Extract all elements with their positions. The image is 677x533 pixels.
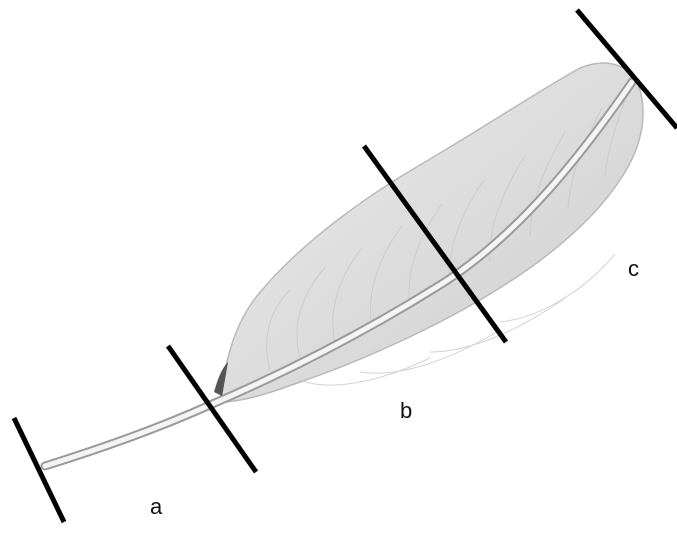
segment-label-a: a <box>150 494 163 519</box>
feather-vane <box>219 62 644 403</box>
segment-label-b: b <box>400 398 413 423</box>
divider-line-1 <box>11 416 67 524</box>
feather-fluff <box>214 362 228 396</box>
segment-label-c: c <box>628 256 639 281</box>
divider-line-3 <box>361 144 509 344</box>
divider-line-2 <box>165 344 259 474</box>
feather-rachis-highlight <box>42 79 635 469</box>
divider-line-4 <box>575 8 677 130</box>
